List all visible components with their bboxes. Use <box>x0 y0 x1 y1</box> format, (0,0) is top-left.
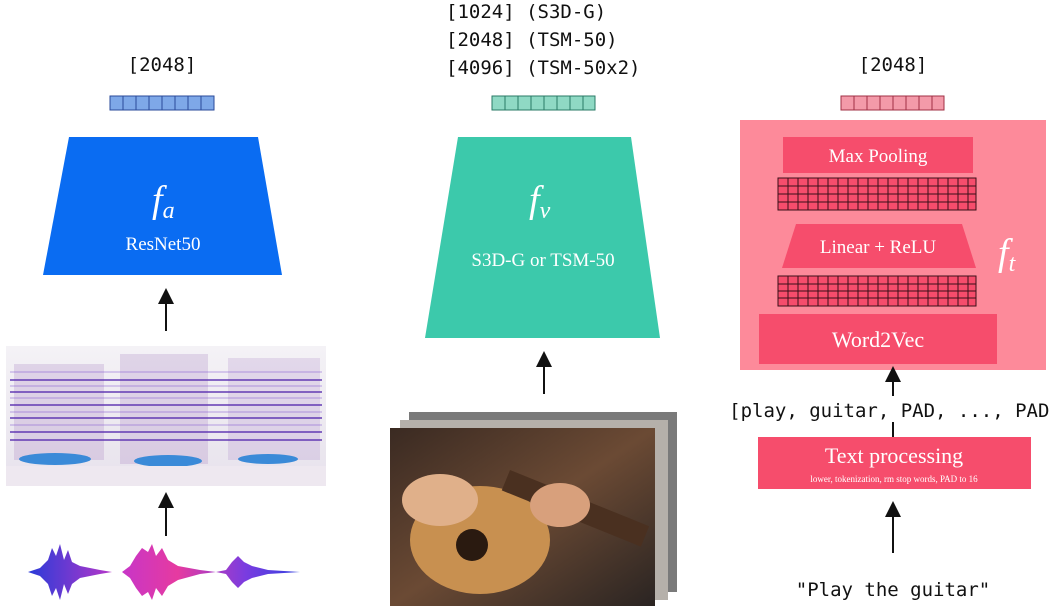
feature-grid-lower <box>777 275 977 307</box>
text-processing-sublabel: lower, tokenization, rm stop words, PAD … <box>810 474 978 484</box>
video-column: [1024] (S3D-G) [2048] (TSM-50) [4096] (T… <box>390 1 677 606</box>
feature-grid-upper <box>777 177 977 211</box>
text-processing-block <box>758 437 1031 489</box>
audio-fn-subscript: a <box>163 198 175 224</box>
video-embedding-vector <box>491 95 596 111</box>
text-column: [2048] Max Pooling <box>729 54 1050 601</box>
video-frames-stack <box>390 412 677 606</box>
video-dim-label-tsm50x2: [4096] (TSM-50x2) <box>446 57 640 79</box>
tokens-label-bg <box>742 396 1048 422</box>
text-embedding-vector <box>840 95 945 111</box>
text-fn-subscript: t <box>1009 251 1017 277</box>
word2vec-label: Word2Vec <box>832 327 925 352</box>
word2vec-block <box>759 314 997 364</box>
text-embedding-dim-label: [2048] <box>859 54 928 76</box>
linear-relu-block <box>782 224 976 268</box>
text-processing-label: Text processing <box>825 443 963 468</box>
audio-embedding-dim-label: [2048] <box>128 54 197 76</box>
tokens-label: [play, guitar, PAD, ..., PAD] <box>729 400 1050 422</box>
audio-embedding-vector <box>109 95 215 111</box>
audio-encoder-label: ResNet50 <box>126 234 201 255</box>
video-encoder-label: S3D-G or TSM-50 <box>471 250 614 271</box>
video-encoder-trapezoid <box>425 137 660 338</box>
spectrogram-image <box>6 346 326 486</box>
video-dim-label-tsm50: [2048] (TSM-50) <box>446 29 618 51</box>
max-pooling-label: Max Pooling <box>829 146 928 167</box>
audio-column: [2048] fa ResNet50 <box>6 54 326 600</box>
video-dim-label-s3d: [1024] (S3D-G) <box>446 1 606 23</box>
input-text-label: "Play the guitar" <box>796 579 990 601</box>
max-pooling-block <box>783 137 973 173</box>
audio-encoder-trapezoid <box>43 137 282 275</box>
waveform-image <box>28 544 300 600</box>
linear-relu-label: Linear + ReLU <box>820 237 937 258</box>
video-fn-subscript: v <box>540 198 551 224</box>
